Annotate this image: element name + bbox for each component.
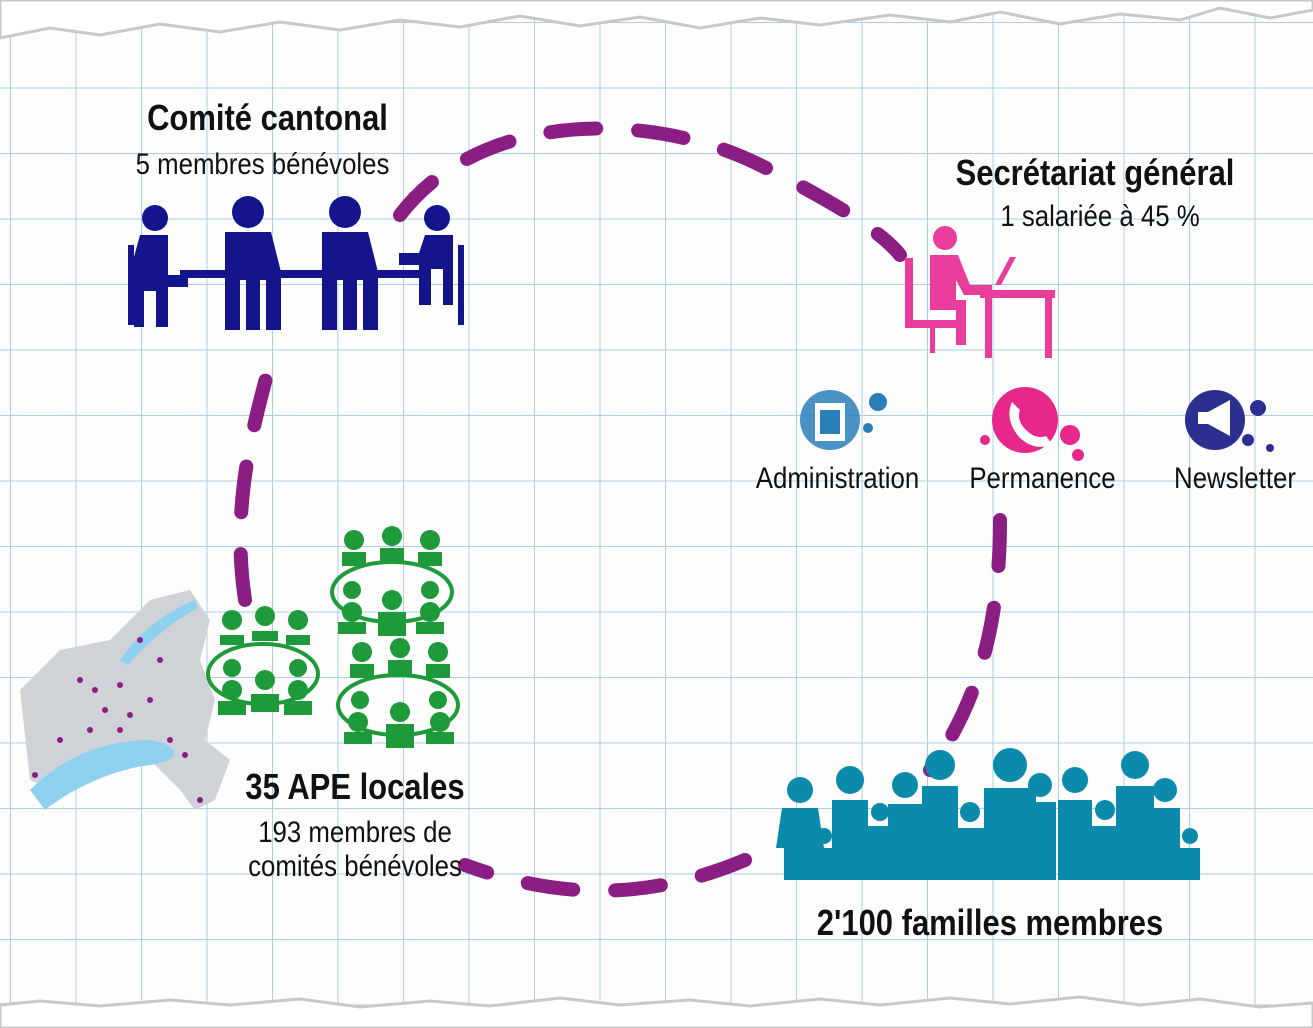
ape-subtitle-line1: 193 membres de (258, 816, 452, 849)
service-label-administration: Administration (755, 462, 920, 495)
phone-icon (980, 387, 1084, 461)
secretariat-subtitle: 1 salariée à 45 % (1000, 200, 1200, 233)
torn-edge-bottom (0, 995, 1313, 1028)
ape-title: 35 APE locales (245, 766, 465, 807)
address-book-icon (800, 390, 887, 450)
comite-subtitle: 5 membres bénévoles (135, 148, 390, 181)
lake-geneva (30, 740, 175, 810)
service-label-permanence: Permanence (969, 462, 1116, 495)
lake-neuchatel (120, 600, 198, 665)
megaphone-icon (1185, 390, 1274, 452)
group-top-right (330, 526, 454, 636)
ape-subtitle-line2: comités bénévoles (248, 850, 462, 883)
group-bottom-right (336, 638, 460, 748)
service-label-newsletter: Newsletter (1174, 462, 1296, 495)
torn-edge-top (0, 0, 1313, 40)
map-region (20, 590, 230, 810)
group-left (206, 606, 320, 715)
secretariat-title: Secrétariat général (955, 152, 1235, 193)
comite-title: Comité cantonal (147, 97, 388, 138)
map-dots (32, 637, 203, 803)
familles-title: 2'100 familles membres (816, 902, 1164, 943)
